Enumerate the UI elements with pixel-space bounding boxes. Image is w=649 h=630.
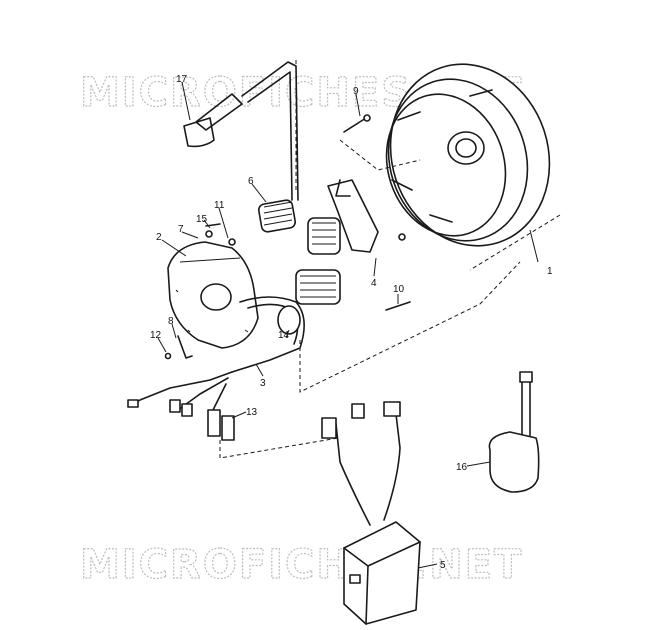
callout-labels: 1 2 3 4 5 6 7 8 9 10 11 12 13 14 15 16 1… <box>150 74 553 571</box>
flywheel-rotor <box>385 63 551 247</box>
callout-4: 4 <box>371 278 377 289</box>
ignition-coil <box>488 371 540 493</box>
callout-8: 8 <box>168 316 174 327</box>
callout-9: 9 <box>353 86 359 97</box>
callout-10: 10 <box>393 284 405 295</box>
watermark-bottom: MICROFICHES.NET <box>80 542 523 588</box>
callout-13: 13 <box>246 407 258 418</box>
stator-coils <box>257 199 341 305</box>
callout-3: 3 <box>260 378 266 389</box>
callout-12: 12 <box>150 330 162 341</box>
callout-5: 5 <box>440 560 446 571</box>
callout-14: 14 <box>278 330 290 341</box>
callout-16: 16 <box>456 462 468 473</box>
wire-harness <box>127 296 305 441</box>
callout-1: 1 <box>547 266 553 277</box>
stator-plate <box>167 241 259 349</box>
cdi-unit <box>321 401 421 625</box>
pulser-coil <box>327 179 406 253</box>
callout-15: 15 <box>196 214 208 225</box>
callout-7: 7 <box>178 224 184 235</box>
callout-2: 2 <box>156 232 162 243</box>
guide-lines <box>219 60 561 459</box>
callout-6: 6 <box>248 176 254 187</box>
spark-plug-cap <box>183 61 299 201</box>
callout-17: 17 <box>176 74 188 85</box>
callout-11: 11 <box>214 200 225 211</box>
leader-lines <box>157 81 539 569</box>
